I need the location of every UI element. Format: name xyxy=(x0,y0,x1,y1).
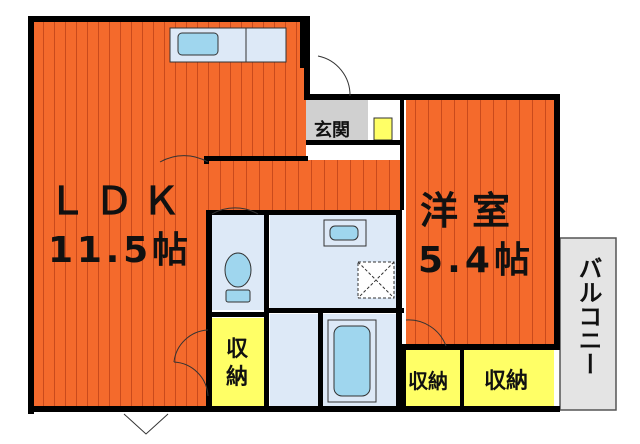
storage-1 xyxy=(210,318,266,406)
storage-1-label-top: 収 xyxy=(226,337,249,362)
ldk-size: 11.5帖 xyxy=(48,230,188,271)
balcony xyxy=(559,237,617,411)
storage-2 xyxy=(404,350,460,406)
storage-3-label: 収納 xyxy=(484,368,528,394)
entrance-area xyxy=(306,98,398,144)
balcony-label: バルコニー xyxy=(574,256,602,376)
storage-1-label-bottom: 納 xyxy=(226,364,248,390)
walls xyxy=(28,16,560,414)
ldk-name: ＬＤＫ xyxy=(48,179,180,223)
entrance-label: 玄関 xyxy=(314,119,350,141)
western-room xyxy=(406,100,556,346)
washer-pan-icon xyxy=(357,261,395,299)
storage-3 xyxy=(464,350,554,406)
doors xyxy=(123,55,447,435)
washbasin-icon xyxy=(323,219,367,247)
western-size: 5.4帖 xyxy=(418,240,530,281)
hallway xyxy=(270,314,320,406)
storage-2-label: 収納 xyxy=(408,369,448,393)
kitchen-counter xyxy=(169,27,287,63)
bathtub-icon xyxy=(327,319,377,403)
toilet-icon xyxy=(224,252,252,303)
